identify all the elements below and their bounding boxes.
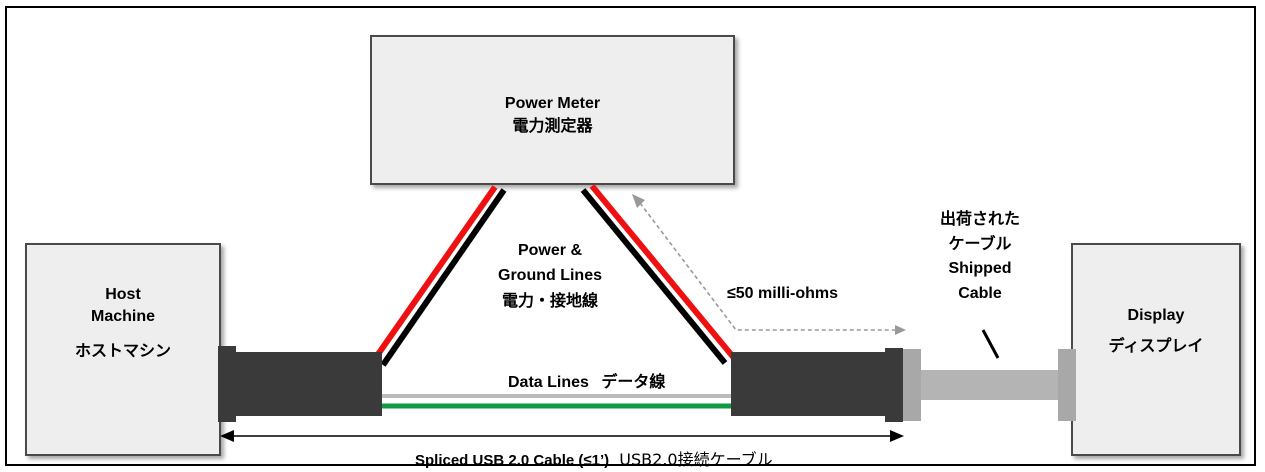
right-cable-plug [885, 348, 903, 422]
host-machine-line1: Host [105, 286, 141, 303]
power-ground-line1: Power & [517, 242, 582, 259]
power-meter-label: Power Meter 電力測定器 [370, 93, 735, 137]
data-lines-jp: データ線 [601, 372, 666, 391]
right-red-wire [589, 184, 737, 360]
shipped-cable-jp1: 出荷された [939, 209, 1020, 228]
power-ground-jp: 電力・接地線 [501, 291, 598, 310]
display-label: Display ディスプレイ [1071, 305, 1241, 357]
display-box [1071, 243, 1241, 456]
resistance-label: ≤50 milli-ohms [727, 285, 839, 302]
data-lines-label: Data Lines データ線 [508, 368, 665, 392]
diagram-frame [5, 6, 1256, 466]
shipped-cable-en2: Cable [958, 285, 1002, 302]
power-meter-box [370, 35, 735, 185]
shipped-cable-body [905, 370, 1065, 400]
host-machine-label: Host Machine ホストマシン [25, 284, 221, 362]
left-cable-plug [218, 346, 236, 422]
display-jp: ディスプレイ [1108, 336, 1204, 355]
power-ground-line2: Ground Lines [498, 267, 602, 284]
spliced-cable-en: Spliced USB 2.0 Cable (≤1’) [415, 452, 610, 469]
host-machine-jp: ホストマシン [74, 341, 171, 360]
power-ground-label: Power & Ground Lines 電力・接地線 [470, 238, 630, 313]
shipped-cable-en1: Shipped [948, 260, 1012, 277]
left-black-wire [380, 188, 507, 367]
spliced-length-arrow [220, 430, 904, 442]
data-lines-en: Data Lines [508, 374, 589, 391]
host-machine-box [25, 243, 221, 456]
spliced-cable-jp: USB2.0接続ケーブル [619, 450, 773, 469]
shipped-cable-right-plug [1058, 349, 1076, 421]
host-machine-line2: Machine [90, 308, 155, 325]
power-meter-jp: 電力測定器 [512, 116, 593, 135]
shipped-cable-left-plug [899, 349, 921, 421]
resistance-dashed-arrow [632, 194, 906, 335]
left-cable-body [234, 352, 382, 416]
shipped-cable-jp2: ケーブル [948, 234, 1012, 253]
shipped-cable-label: 出荷された ケーブル Shipped Cable [930, 206, 1030, 306]
display-title: Display [1127, 307, 1185, 324]
shipped-cable-pointer [981, 329, 1000, 359]
right-black-wire [580, 188, 728, 365]
spliced-cable-label: Spliced USB 2.0 Cable (≤1’) USB2.0接続ケーブル [415, 446, 773, 470]
left-red-wire [371, 185, 498, 362]
right-cable-body [731, 352, 887, 416]
power-meter-title: Power Meter [504, 95, 601, 112]
